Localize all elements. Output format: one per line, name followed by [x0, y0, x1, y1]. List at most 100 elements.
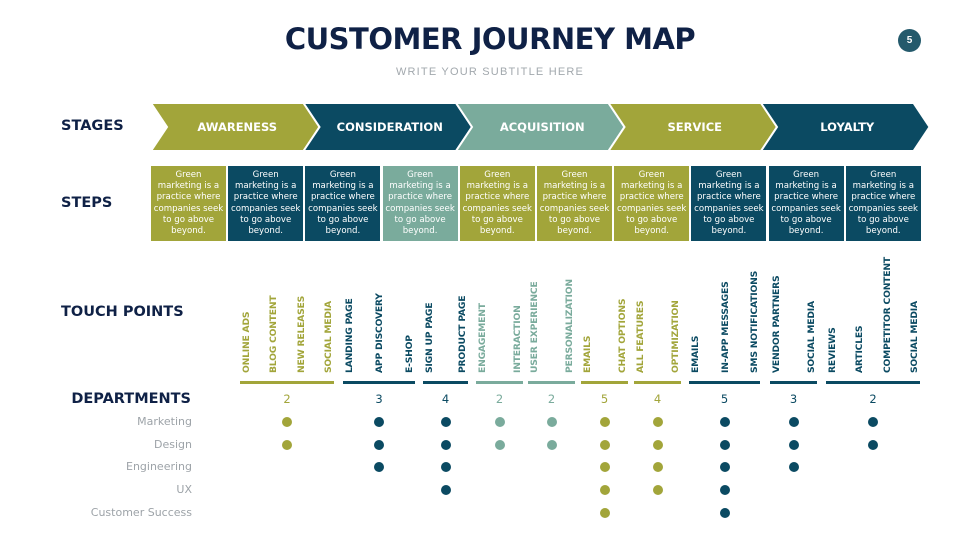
touch-point-group-underline [689, 381, 760, 384]
stage-chevron-loyalty [759, 102, 931, 152]
department-dot [788, 440, 799, 450]
department-dot [282, 417, 292, 427]
step-box: Green marketing is a practice where comp… [845, 166, 921, 241]
touch-point-label: EMAILS [690, 335, 701, 373]
step-text: Green marketing is a practice where comp… [848, 169, 919, 236]
department-count: 3 [375, 392, 383, 406]
department-dot [719, 417, 730, 427]
department-name: Engineering [126, 460, 192, 473]
step-text: Green marketing is a practice where comp… [153, 169, 224, 236]
department-count: 4 [653, 392, 662, 406]
department-dot [374, 417, 384, 427]
row-label-stages: STAGES [61, 118, 124, 134]
touch-point-label: LANDING PAGE [344, 298, 355, 373]
row-label-departments: DEPARTMENTS [71, 391, 191, 407]
step-box: Green marketing is a practice where comp… [614, 166, 690, 241]
department-count: 5 [600, 392, 609, 406]
department-dot [868, 440, 878, 450]
step-text: Green marketing is a practice where comp… [308, 169, 378, 236]
department-dot [719, 508, 730, 518]
touch-point-label: ALL FEATURES [635, 300, 646, 373]
touch-point-group-underline [423, 381, 468, 384]
department-dot [652, 440, 663, 450]
department-name: Marketing [137, 415, 192, 428]
department-dot [652, 485, 663, 495]
step-text: Green marketing is a practice where comp… [385, 169, 455, 236]
step-box: Green marketing is a practice where comp… [537, 166, 612, 241]
page-title: CUSTOMER JOURNEY MAP [284, 22, 696, 56]
touch-point-label: IN-APP MESSAGES [719, 281, 731, 373]
page-subtitle: WRITE YOUR SUBTITLE HERE [395, 66, 585, 78]
department-name: Design [154, 438, 192, 451]
touch-point-label: ARTICLES [854, 325, 866, 373]
department-dot [440, 440, 451, 450]
department-count: 5 [720, 392, 729, 406]
department-count: 3 [789, 392, 798, 406]
department-dot [788, 462, 799, 472]
touch-point-group-underline [240, 381, 334, 384]
step-text: Green marketing is a practice where comp… [462, 169, 533, 236]
department-dot [719, 462, 730, 472]
step-text: Green marketing is a practice where comp… [616, 169, 687, 236]
department-count: 2 [869, 392, 877, 406]
touch-point-label: ENGAGEMENT [477, 303, 488, 373]
department-name: UX [176, 483, 192, 496]
step-box: Green marketing is a practice where comp… [768, 166, 844, 241]
touch-point-label: INTERACTION [512, 305, 523, 373]
touch-point-group-underline [581, 381, 628, 384]
touch-point-label: SMS NOTIFICATIONS [749, 271, 760, 373]
department-dot [494, 417, 505, 427]
touch-point-label: PERSONALIZATION [564, 279, 575, 373]
stage-label: AWARENESS [197, 120, 277, 134]
touch-point-label: NEW RELEASES [295, 296, 307, 373]
stage-label: SERVICE [668, 120, 723, 134]
touch-point-label: EMAILS [582, 335, 593, 373]
touch-point-label: CHAT OPTIONS [617, 298, 628, 373]
stage-label: LOYALTY [820, 120, 875, 134]
department-dot [494, 440, 505, 450]
department-count: 2 [495, 392, 504, 406]
department-dot [374, 440, 384, 450]
step-text: Green marketing is a practice where comp… [230, 169, 301, 236]
department-count: 2 [547, 392, 556, 406]
department-dot [719, 485, 730, 495]
touch-point-label: SOCIAL MEDIA [323, 301, 334, 373]
touch-point-label: SOCIAL MEDIA [909, 301, 920, 373]
department-dot [599, 462, 610, 472]
touch-point-group-underline [343, 381, 415, 384]
touch-point-group-underline [476, 381, 523, 384]
touch-point-label: REVIEWS [827, 327, 838, 373]
step-box: Green marketing is a practice where comp… [382, 166, 458, 241]
touch-point-label: SIGN UP PAGE [424, 302, 435, 373]
department-dot [599, 440, 610, 450]
department-dot [546, 440, 557, 450]
stage-label: ACQUISITION [500, 120, 585, 134]
department-dot [374, 462, 384, 472]
row-label-touch-points: TOUCH POINTS [61, 304, 184, 320]
touch-point-group-underline [528, 381, 575, 384]
touch-point-label: APP DISCOVERY [374, 293, 385, 373]
department-dot [868, 417, 878, 427]
row-label-steps: STEPS [61, 195, 113, 211]
touch-point-label: SOCIAL MEDIA [806, 301, 817, 373]
department-dot [599, 508, 610, 518]
step-box: Green marketing is a practice where comp… [151, 166, 226, 241]
touch-point-label: OPTIMIZATION [670, 300, 681, 373]
touch-point-label: COMPETITOR CONTENT [881, 257, 893, 373]
step-box: Green marketing is a practice where comp… [305, 166, 381, 241]
department-dot [788, 417, 799, 427]
touch-point-label: USER EXPERIENCE [529, 281, 540, 373]
touch-point-group-underline [770, 381, 817, 384]
step-text: Green marketing is a practice where comp… [694, 169, 764, 236]
department-dot [440, 485, 451, 495]
step-text: Green marketing is a practice where comp… [771, 169, 841, 236]
touch-point-label: VENDOR PARTNERS [771, 275, 782, 373]
touch-point-group-underline [634, 381, 681, 384]
department-dot [599, 485, 610, 495]
department-dot [599, 417, 610, 427]
touch-point-label: ONLINE ADS [241, 311, 252, 373]
touch-point-label: E-SHOP [404, 335, 415, 373]
department-dot [440, 462, 451, 472]
page-number-badge: 5 [898, 29, 921, 52]
